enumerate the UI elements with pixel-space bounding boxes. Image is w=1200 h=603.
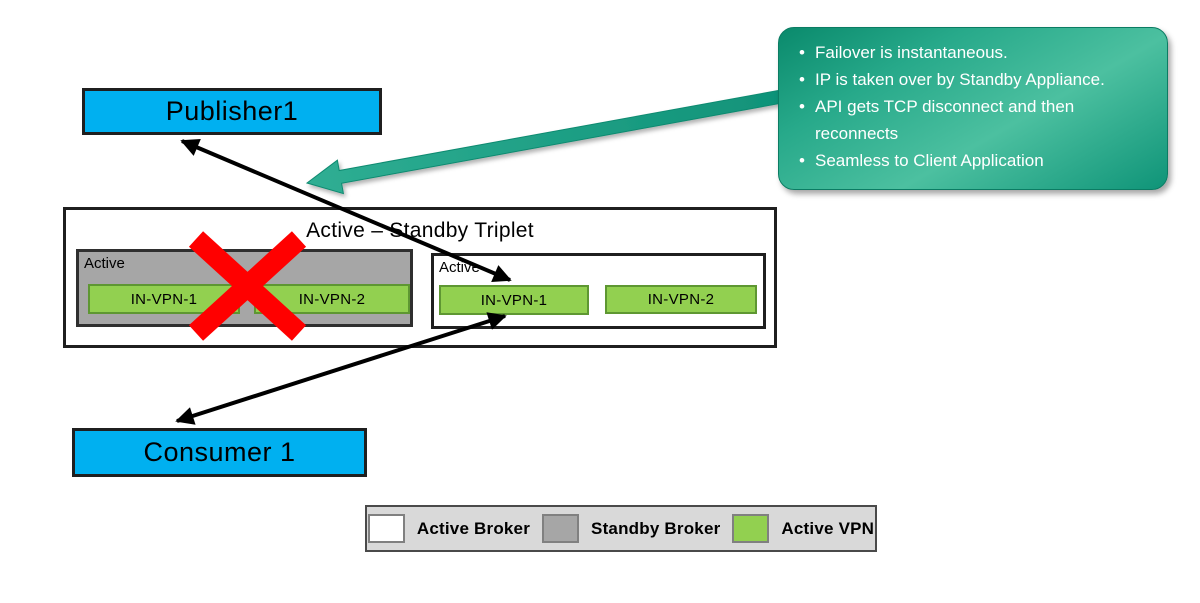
note-text: API gets TCP disconnect and then reconne… — [815, 97, 1075, 143]
legend-item-active-broker: Active Broker — [367, 514, 531, 543]
note-item: • Seamless to Client Application — [795, 147, 1153, 174]
active-vpn-2: IN-VPN-2 — [605, 285, 757, 314]
standby-broker-box: Active IN-VPN-1 IN-VPN-2 — [76, 249, 413, 327]
legend-label: Active Broker — [416, 518, 531, 538]
publisher-label: Publisher1 — [165, 96, 299, 126]
note-item: • API gets TCP disconnect and then recon… — [795, 93, 1153, 147]
note-text: Seamless to Client Application — [815, 151, 1044, 170]
standby-broker-status-label: Active — [84, 255, 125, 272]
standby-vpn-2: IN-VPN-2 — [254, 284, 410, 314]
failover-notes-list: • Failover is instantaneous. • IP is tak… — [795, 39, 1153, 174]
legend-item-standby-broker: Standby Broker — [542, 514, 720, 543]
legend: Active Broker Standby Broker Active VPN — [365, 505, 877, 552]
active-vpn-swatch — [732, 514, 770, 543]
bullet-icon: • — [799, 97, 805, 116]
active-vpn-1: IN-VPN-1 — [439, 285, 589, 315]
note-item: • IP is taken over by Standby Appliance. — [795, 66, 1153, 93]
active-broker-status-label: Active — [439, 259, 480, 276]
legend-label: Standby Broker — [591, 518, 721, 538]
bullet-icon: • — [799, 43, 805, 62]
note-item: • Failover is instantaneous. — [795, 39, 1153, 66]
active-broker-box: Active IN-VPN-1 IN-VPN-2 — [431, 253, 766, 329]
standby-broker-swatch — [542, 514, 580, 543]
note-text: IP is taken over by Standby Appliance. — [815, 70, 1105, 89]
consumer-label: Consumer 1 — [143, 437, 296, 467]
note-text: Failover is instantaneous. — [815, 43, 1008, 62]
consumer-box: Consumer 1 — [72, 428, 367, 477]
bullet-icon: • — [799, 70, 805, 89]
legend-item-active-vpn: Active VPN — [732, 514, 874, 543]
triplet-container: Active – Standby Triplet Active IN-VPN-1… — [63, 207, 777, 348]
triplet-title: Active – Standby Triplet — [306, 219, 534, 242]
standby-vpn-1: IN-VPN-1 — [88, 284, 240, 314]
bullet-icon: • — [799, 151, 805, 170]
failover-notes-callout: • Failover is instantaneous. • IP is tak… — [778, 27, 1168, 190]
active-broker-swatch — [367, 514, 405, 543]
legend-label: Active VPN — [781, 518, 875, 538]
publisher-box: Publisher1 — [82, 88, 382, 135]
